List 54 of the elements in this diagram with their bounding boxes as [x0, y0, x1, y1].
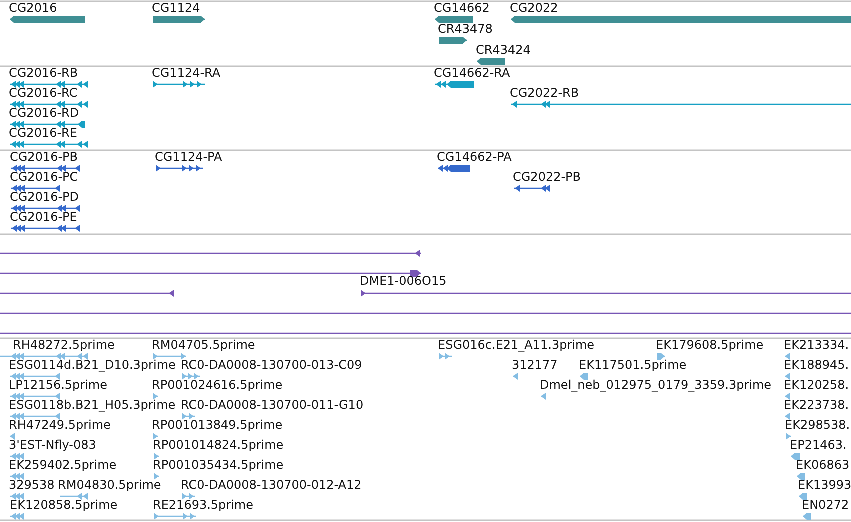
feature-label: CG2016-PD [10, 190, 80, 204]
feature-label: RP001035434.5prime [153, 458, 284, 472]
feature-label: EK188945. [784, 358, 850, 372]
feature-label: RP001014824.5prime [153, 438, 284, 452]
feature-label: CG2016-RB [9, 66, 78, 80]
feature-label: 329538 [9, 478, 55, 492]
feature-label: CR43478 [438, 22, 493, 36]
feature-label: CG2016 [9, 1, 58, 15]
feature-label: CG2016-PC [10, 170, 78, 184]
feature-label: CG14662-PA [437, 150, 512, 164]
feature-label: CG1124 [152, 1, 200, 15]
feature-label: CG14662 [434, 1, 490, 15]
feature-label: EK120858.5prime [10, 498, 118, 512]
feature-label: RH47249.5prime [9, 418, 111, 432]
feature-label: CR43424 [476, 43, 531, 57]
feature-label: CG2016-RE [9, 126, 78, 140]
feature-label: LP12156.5prime [9, 378, 108, 392]
feature-label: EK223738. [784, 398, 850, 412]
feature-label: EK13993 [798, 478, 851, 492]
feature-label: EK120258. [784, 378, 850, 392]
feature-label: EK298538. [785, 418, 850, 432]
feature-label: 312177 [512, 358, 558, 372]
feature-label: RC0-DA0008-130700-012-A12 [181, 478, 362, 492]
feature-label: ESG0114d.B21_D10.3prime [9, 358, 176, 372]
feature-label: RC0-DA0008-130700-011-G10 [181, 398, 364, 412]
feature-label: CG1124-PA [155, 150, 222, 164]
feature-label: RE21693.5prime [153, 498, 254, 512]
feature-label: RC0-DA0008-130700-013-C09 [181, 358, 362, 372]
feature-label: RM04830.5prime [58, 478, 162, 492]
feature-label: EK259402.5prime [9, 458, 117, 472]
feature-label: CG2016-RC [9, 86, 78, 100]
feature-label: RP001013849.5prime [152, 418, 283, 432]
feature-label: EN0272 [802, 498, 850, 512]
feature-label: CG2016-PE [10, 210, 78, 224]
feature-label: EK179608.5prime [656, 338, 764, 352]
feature-label: RM04705.5prime [152, 338, 256, 352]
feature-label: DME1-006O15 [360, 274, 447, 288]
feature-label: CG2016-PB [10, 150, 78, 164]
feature-label: CG1124-RA [152, 66, 221, 80]
feature-label: 3'EST-Nfly-083 [9, 438, 96, 452]
feature-label: CG2022 [510, 1, 558, 15]
feature-label: Dmel_neb_012975_0179_3359.3prime [540, 378, 772, 392]
feature-label: RH48272.5prime [13, 338, 115, 352]
feature-label: ESG016c.E21_A11.3prime [438, 338, 595, 352]
feature-label: EK213334. [784, 338, 850, 352]
feature-label: EP21463. [790, 438, 847, 452]
feature-label: RP001024616.5prime [152, 378, 283, 392]
feature-label: EK06863 [796, 458, 850, 472]
feature-label: CG2022-PB [513, 170, 582, 184]
feature-label: CG2016-RD [9, 106, 80, 120]
feature-label: CG2022-RB [510, 86, 580, 100]
feature-label: CG14662-RA [434, 66, 510, 80]
feature-label: ESG0118b.B21_H05.3prime [9, 398, 176, 412]
feature-label: EK117501.5prime [579, 358, 687, 372]
